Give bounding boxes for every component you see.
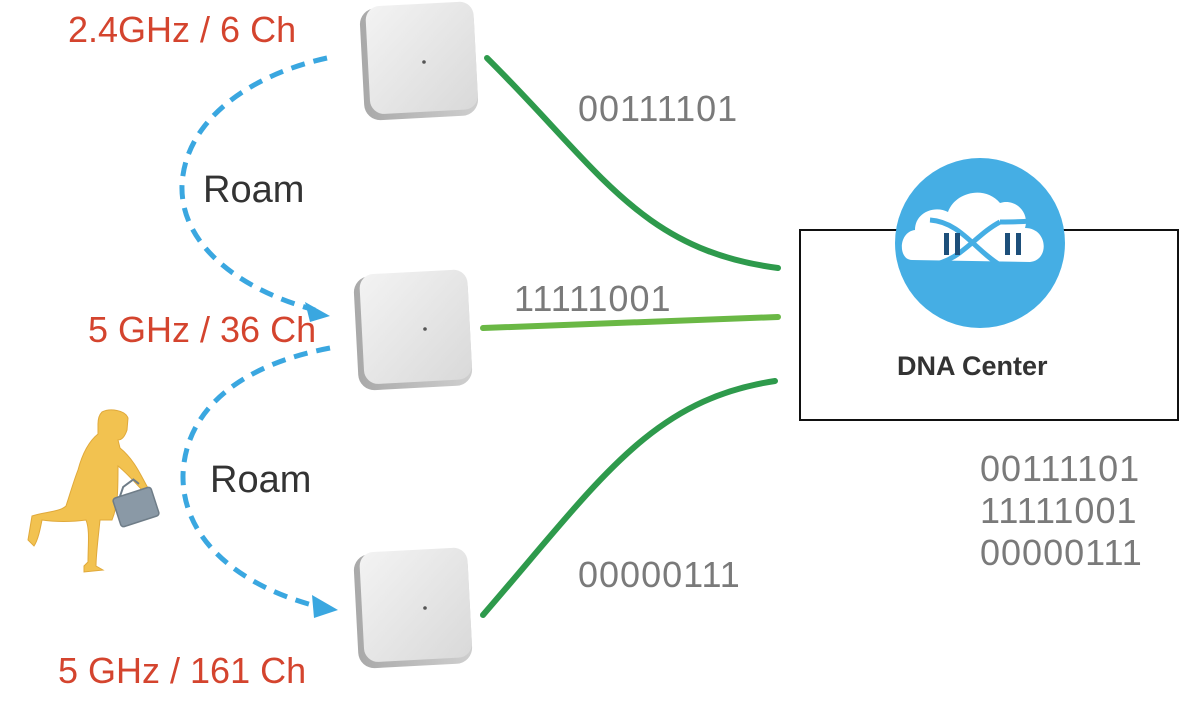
ap-led-icon: [422, 60, 426, 64]
ap2-link-bits: 11111001: [514, 278, 672, 319]
ap3-band-label: 5 GHz / 161 Ch: [58, 650, 307, 691]
ap1-link-bits: 00111101: [578, 88, 739, 129]
collected-bits-list: 00111101 11111001 00000111: [980, 448, 1143, 574]
ap2-band-label: 5 GHz / 36 Ch: [88, 309, 317, 350]
collected-bits-row: 00111101: [980, 448, 1141, 489]
roam-arrow-2-head: [312, 595, 338, 618]
link-ap1-to-dna-center: [484, 55, 781, 271]
roam-label-2: Roam: [210, 459, 312, 501]
ap-led-icon: [423, 327, 427, 331]
access-point-3: [353, 547, 473, 669]
roam-label-1: Roam: [203, 169, 305, 211]
ap-led-icon: [423, 606, 427, 610]
collected-bits-row: 11111001: [980, 490, 1138, 531]
access-point-2: [353, 269, 473, 391]
link-ap3-to-dna-center: [480, 378, 778, 618]
link-ap2-to-dna-center: [480, 314, 781, 331]
ap3-link-bits: 00000111: [578, 554, 741, 595]
collected-bits-row: 00000111: [980, 532, 1143, 573]
roam-arrow-2: [180, 345, 331, 608]
person-with-briefcase-icon: [27, 409, 160, 573]
dna-cloud-icon: [895, 158, 1065, 328]
roam-arrow-1-head: [305, 302, 330, 322]
dna-center-label: DNA Center: [897, 351, 1048, 381]
access-point-1: [359, 1, 479, 121]
roam-arrow-1: [179, 55, 328, 313]
ap1-band-label: 2.4GHz / 6 Ch: [68, 9, 297, 50]
